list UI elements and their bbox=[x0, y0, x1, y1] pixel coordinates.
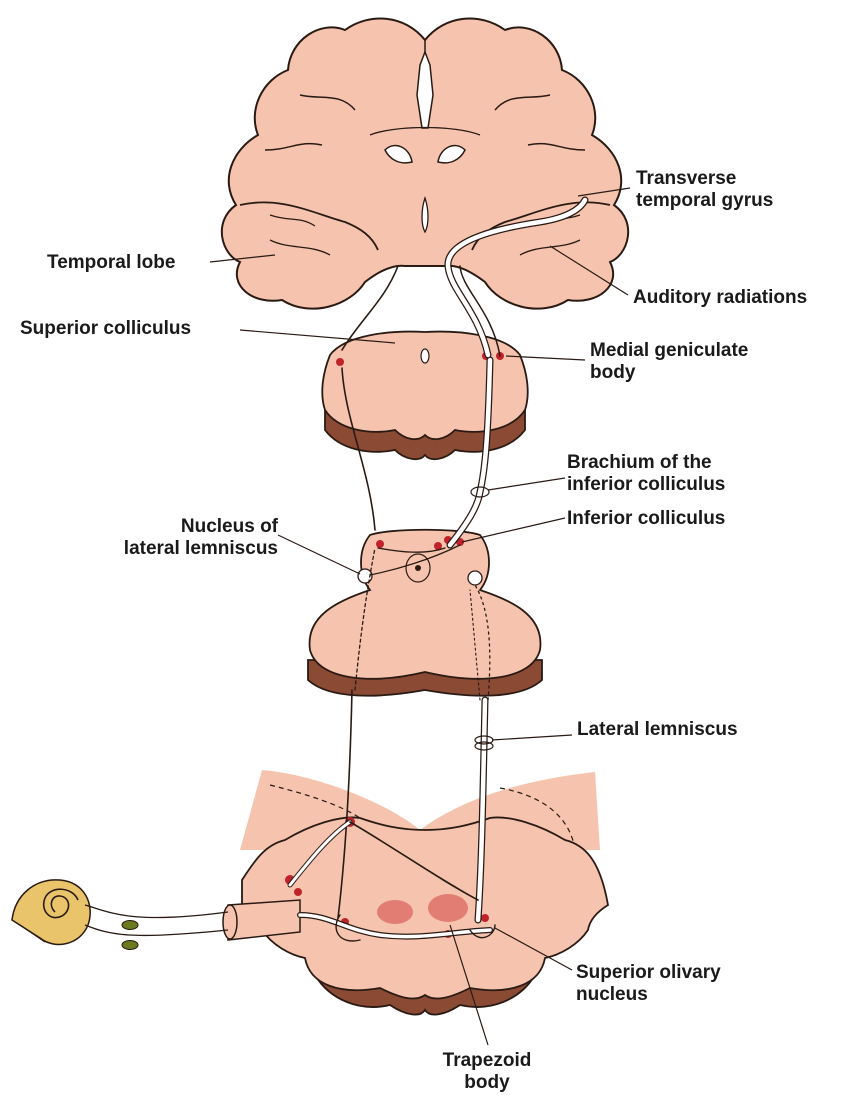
label-line: nucleus bbox=[576, 984, 721, 1006]
label-temporal-lobe: Temporal lobe bbox=[47, 252, 175, 274]
label-line: Transverse bbox=[636, 168, 773, 190]
label-line: body bbox=[432, 1072, 542, 1094]
label-line: body bbox=[590, 362, 748, 384]
label-auditory-radiations: Auditory radiations bbox=[633, 287, 807, 309]
label-medial-geniculate-body: Medial geniculate body bbox=[590, 340, 748, 384]
label-line: lateral lemniscus bbox=[118, 538, 278, 560]
label-line: Trapezoid bbox=[432, 1050, 542, 1072]
label-inferior-colliculus: Inferior colliculus bbox=[567, 508, 725, 530]
label-trapezoid-body: Trapezoid body bbox=[432, 1050, 542, 1094]
label-line: inferior colliculus bbox=[567, 474, 725, 496]
label-transverse-temporal-gyrus: Transverse temporal gyrus bbox=[636, 168, 773, 212]
label-line: Brachium of the bbox=[567, 452, 725, 474]
pons-section bbox=[308, 530, 542, 696]
cerebrum-section bbox=[222, 19, 628, 309]
cochlear-nerve bbox=[85, 905, 228, 935]
label-line: Superior olivary bbox=[576, 962, 721, 984]
label-brachium-inferior-colliculus: Brachium of the inferior colliculus bbox=[567, 452, 725, 496]
label-lateral-lemniscus: Lateral lemniscus bbox=[577, 719, 738, 741]
label-line: Medial geniculate bbox=[590, 340, 748, 362]
label-superior-colliculus: Superior colliculus bbox=[20, 318, 191, 340]
label-line: Nucleus of bbox=[118, 516, 278, 538]
cochlea-icon bbox=[12, 880, 90, 945]
label-superior-olivary-nucleus: Superior olivary nucleus bbox=[576, 962, 721, 1006]
medulla-section bbox=[223, 770, 608, 1015]
label-nucleus-lateral-lemniscus: Nucleus of lateral lemniscus bbox=[118, 516, 278, 560]
midbrain-section bbox=[322, 332, 527, 460]
label-line: temporal gyrus bbox=[636, 190, 773, 212]
